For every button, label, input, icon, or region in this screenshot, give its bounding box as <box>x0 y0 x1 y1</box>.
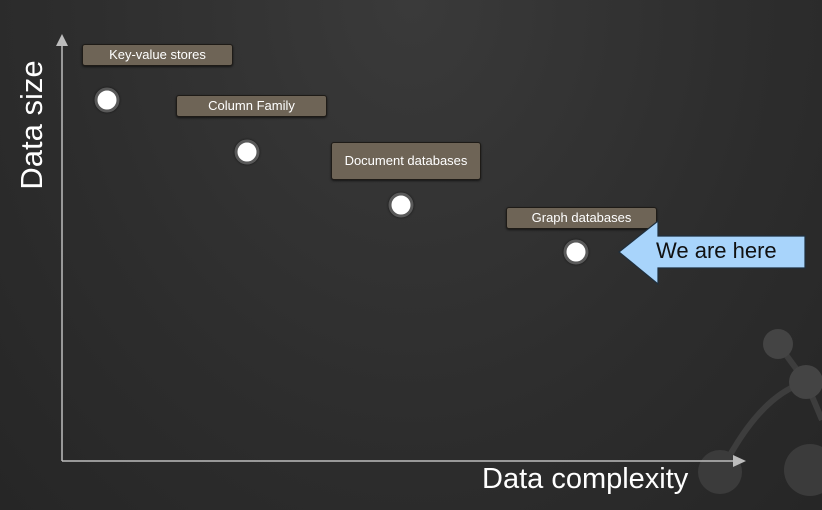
graph-databases-marker <box>563 239 589 265</box>
we-are-here-callout: We are here <box>656 238 777 263</box>
key-value-stores-marker <box>94 87 120 113</box>
column-family-label: Column Family <box>176 95 327 117</box>
y-axis-arrowhead <box>56 34 68 46</box>
document-databases-label: Document databases <box>331 142 481 180</box>
x-axis-arrowhead <box>733 455 746 467</box>
column-family-marker <box>234 139 260 165</box>
document-databases-marker <box>388 192 414 218</box>
graph-databases-label: Graph databases <box>506 207 657 229</box>
x-axis-label: Data complexity <box>482 463 689 495</box>
key-value-stores-label: Key-value stores <box>82 44 233 66</box>
